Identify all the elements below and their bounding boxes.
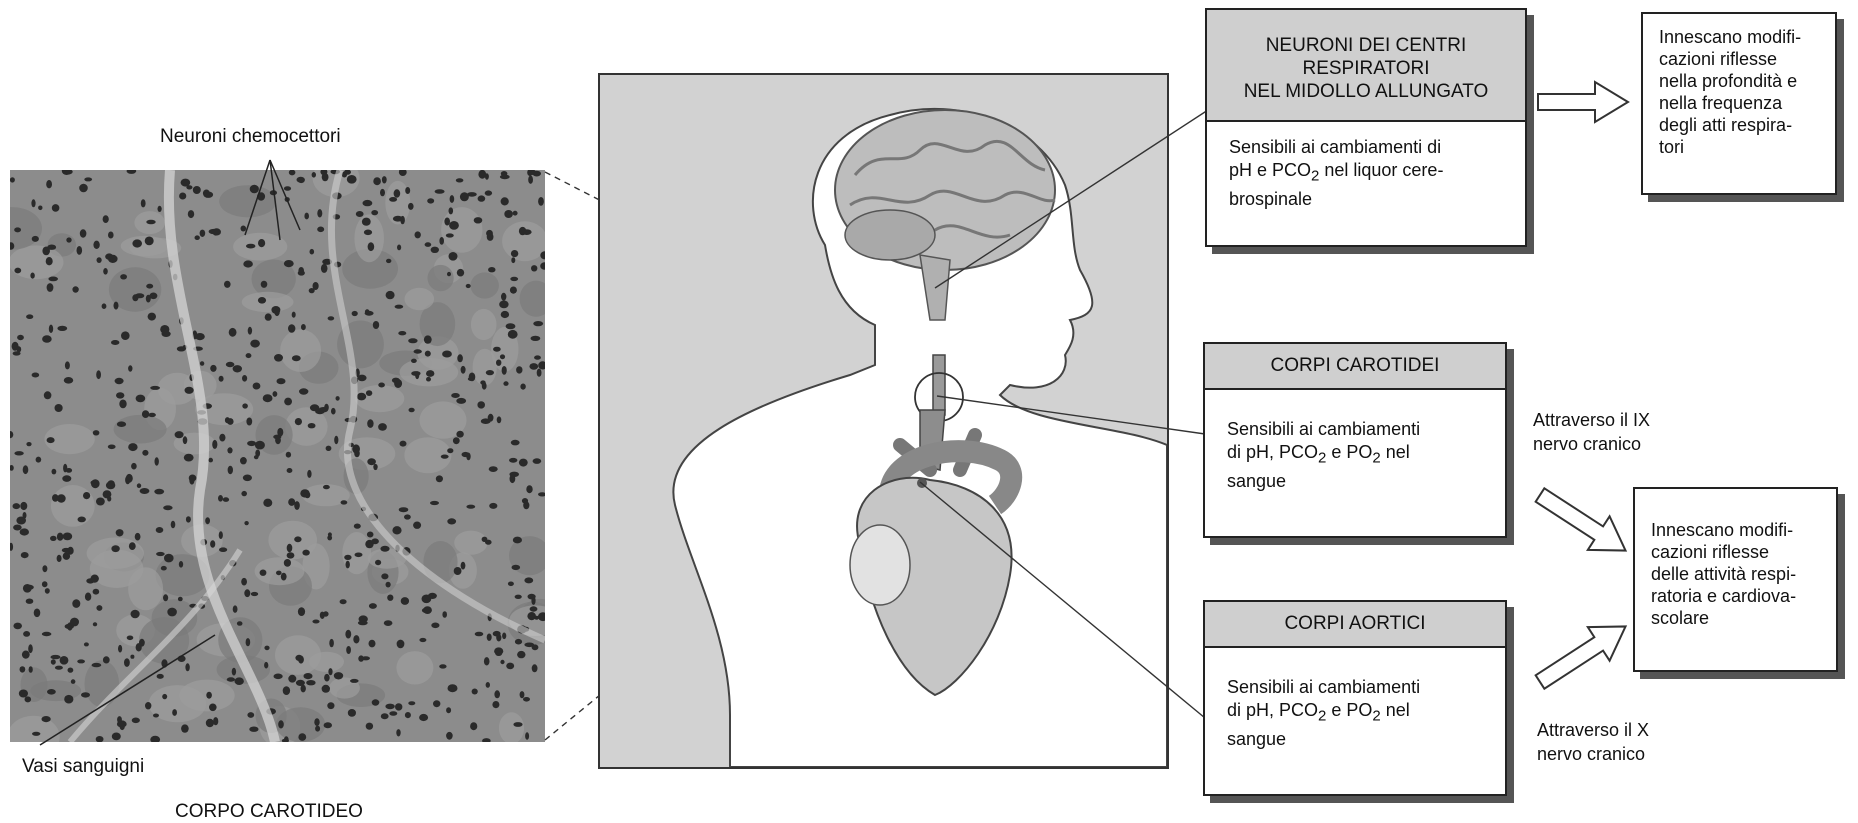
x-nerve-line1: Attraverso il X (1537, 718, 1649, 742)
ix-nerve-line1: Attraverso il IX (1533, 408, 1650, 432)
x-nerve-line2: nervo cranico (1537, 742, 1649, 766)
arrow-up-right-icon (1529, 610, 1636, 699)
ix-nerve-line2: nervo cranico (1533, 432, 1650, 456)
arrow-down-right-icon (1529, 478, 1636, 567)
vagus-nerve-label: Attraverso il X nervo cranico (1537, 718, 1649, 766)
arrow-right-icon (1538, 82, 1628, 122)
glossopharyngeal-nerve-label: Attraverso il IX nervo cranico (1533, 408, 1650, 456)
